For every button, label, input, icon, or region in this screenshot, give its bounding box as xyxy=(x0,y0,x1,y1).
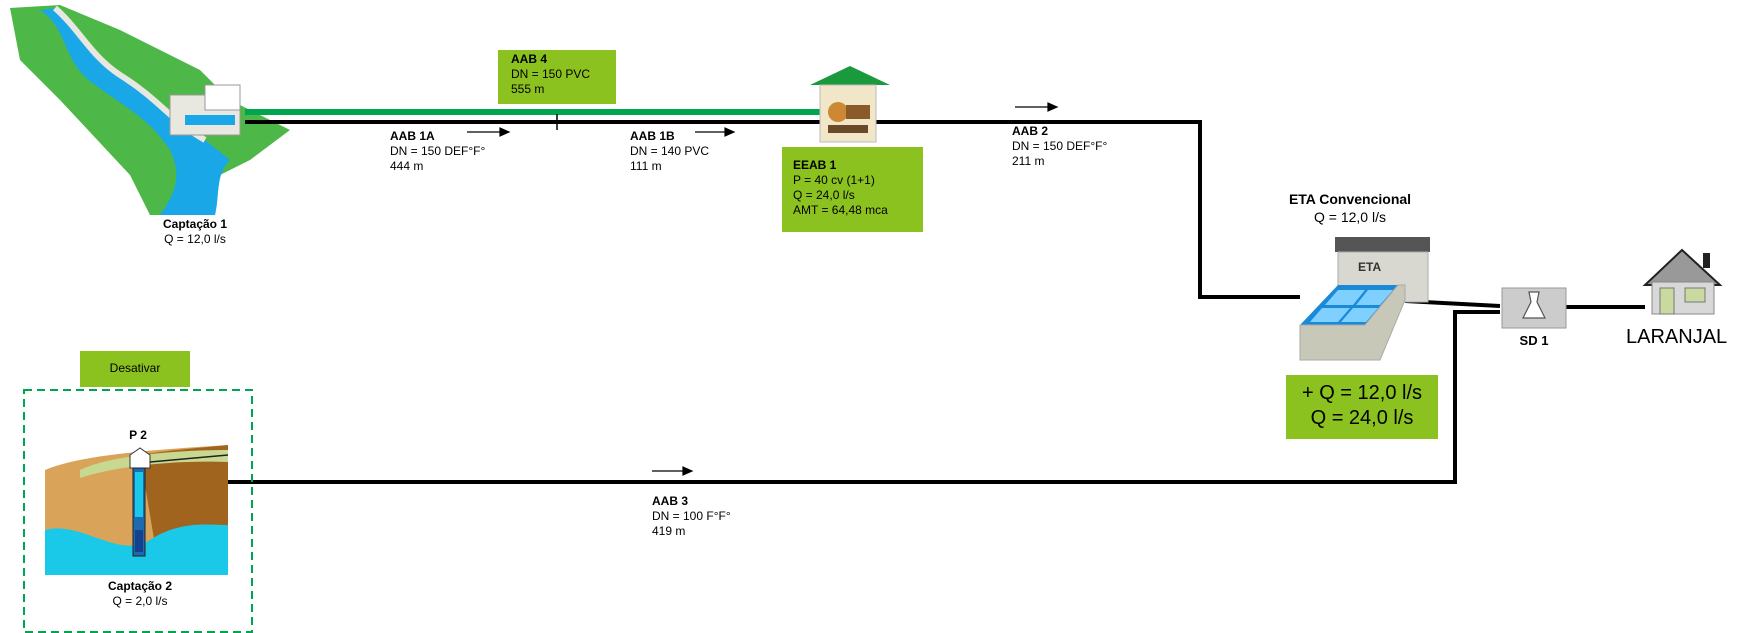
flow-arrows xyxy=(467,102,1059,476)
aab1b-title: AAB 1B xyxy=(630,129,675,143)
aab1a-length: 444 m xyxy=(390,159,424,173)
captacao1-title: Captação 1 xyxy=(162,217,228,231)
aab3-title: AAB 3 xyxy=(652,494,689,508)
aab4-box xyxy=(498,50,616,104)
eeab1-label: EEAB 1 P = 40 cv (1+1) Q = 24,0 l/s AMT … xyxy=(793,158,888,218)
sd1-label: SD 1 xyxy=(1519,333,1549,348)
aab1a-label: AAB 1A DN = 150 DEF°F° 444 m xyxy=(390,129,485,174)
eeab1-box xyxy=(782,147,923,232)
aab4-length: 555 m xyxy=(511,82,545,96)
eeab1-pump-house-icon xyxy=(810,66,890,143)
pipe-aab3 xyxy=(225,310,1500,484)
eta-label: ETA Convencional Q = 12,0 l/s xyxy=(1270,190,1430,226)
aab4-title: AAB 4 xyxy=(511,52,548,66)
pipes xyxy=(225,109,1645,484)
captacao1-label: Captação 1 Q = 12,0 l/s xyxy=(150,217,240,247)
laranjal-label: LARANJAL xyxy=(1626,326,1728,348)
eta-title: ETA Convencional xyxy=(1288,191,1412,207)
sd1-icon xyxy=(1501,287,1567,329)
eta-flow-summary: + Q = 12,0 l/s Q = 24,0 l/s xyxy=(1286,381,1438,431)
eta-added-flow: + Q = 12,0 l/s xyxy=(1301,382,1423,404)
aab2-label: AAB 2 DN = 150 DEF°F° 211 m xyxy=(1012,124,1107,169)
deactivate-region xyxy=(23,389,253,633)
aab1a-dn: DN = 150 DEF°F° xyxy=(390,144,486,158)
eeab1-amt: AMT = 64,48 mca xyxy=(793,203,888,217)
aab2-title: AAB 2 xyxy=(1012,124,1049,138)
eta-building-icon xyxy=(1299,237,1430,361)
eta-flow: Q = 12,0 l/s xyxy=(1314,209,1386,225)
captacao2-flow: Q = 2,0 l/s xyxy=(112,594,168,608)
desativar-label: Desativar xyxy=(109,361,161,375)
aab4-dn: DN = 150 PVC xyxy=(511,67,591,81)
aab2-dn: DN = 150 DEF°F° xyxy=(1012,139,1108,153)
aab2-length: 211 m xyxy=(1012,154,1045,168)
eeab1-title: EEAB 1 xyxy=(793,158,837,172)
p2-label: P 2 xyxy=(129,428,147,442)
captacao2-label: Captação 2 Q = 2,0 l/s xyxy=(90,579,190,609)
captacao2-title: Captação 2 xyxy=(107,579,173,593)
aab4-label: AAB 4 DN = 150 PVC 555 m xyxy=(511,52,590,97)
pipe-aab2 xyxy=(875,120,1300,299)
eeab1-flow: Q = 24,0 l/s xyxy=(793,188,855,202)
aab1b-label: AAB 1B DN = 140 PVC 111 m xyxy=(630,129,709,174)
eta-sign: ETA xyxy=(1358,260,1382,274)
eeab1-power: P = 40 cv (1+1) xyxy=(793,173,875,187)
aab1b-length: 111 m xyxy=(630,159,662,173)
captacao1-flow: Q = 12,0 l/s xyxy=(164,232,226,246)
captacao1-illustration xyxy=(10,5,290,215)
aab1b-dn: DN = 140 PVC xyxy=(630,144,710,158)
house-icon xyxy=(1642,248,1723,315)
captacao2-well-illustration xyxy=(45,445,229,575)
eta-total-flow: Q = 24,0 l/s xyxy=(1310,407,1414,429)
aab3-dn: DN = 100 F°F° xyxy=(652,509,731,523)
aab1a-title: AAB 1A xyxy=(390,129,435,143)
aab3-length: 419 m xyxy=(652,524,686,538)
desativar-box xyxy=(80,351,190,387)
eta-flow-box xyxy=(1286,375,1438,439)
aab3-label: AAB 3 DN = 100 F°F° 419 m xyxy=(652,494,731,539)
